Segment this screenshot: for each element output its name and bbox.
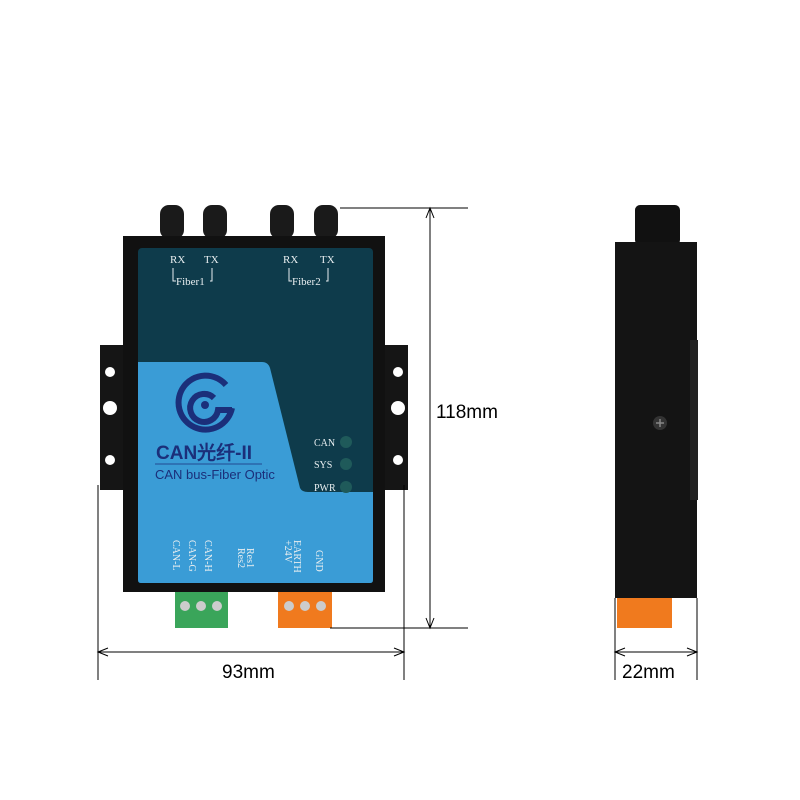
led-label-can: CAN bbox=[314, 438, 335, 449]
side-view bbox=[615, 205, 698, 628]
terminal-label-res1: Res1 bbox=[244, 548, 255, 568]
terminal-label-can-l: CAN-L bbox=[170, 540, 181, 571]
side-terminal-block bbox=[617, 598, 672, 628]
orange-terminal-block bbox=[278, 592, 332, 628]
fiber1-rx-label: RX bbox=[170, 254, 185, 266]
mounting-ears bbox=[100, 345, 408, 490]
fiber2-rx-connector bbox=[270, 205, 294, 239]
fiber2-rx-label: RX bbox=[283, 254, 298, 266]
terminal-label-24v: +24V bbox=[282, 540, 293, 564]
green-terminal-block bbox=[175, 592, 228, 628]
mounting-hole bbox=[105, 367, 115, 377]
side-rail bbox=[690, 340, 698, 500]
terminal-label-can-g: CAN-G bbox=[186, 540, 197, 572]
fiber2-label: Fiber2 bbox=[292, 276, 321, 288]
terminal-screw-icon bbox=[212, 601, 222, 611]
terminal-screw-icon bbox=[284, 601, 294, 611]
fiber1-rx-connector bbox=[160, 205, 184, 239]
terminal-label-can-h: CAN-H bbox=[202, 540, 213, 572]
fiber2-tx-connector bbox=[314, 205, 338, 239]
terminal-screw-icon bbox=[196, 601, 206, 611]
fiber1-label: Fiber1 bbox=[176, 276, 205, 288]
terminal-screw-icon bbox=[300, 601, 310, 611]
led-label-sys: SYS bbox=[314, 460, 332, 471]
terminal-label-gnd: GND bbox=[313, 550, 324, 572]
right-mounting-ear bbox=[385, 345, 408, 490]
brand-logo-icon bbox=[175, 372, 235, 433]
left-mounting-ear bbox=[100, 345, 123, 490]
product-name: CAN光纤-II bbox=[156, 441, 252, 464]
fiber2-tx-label: TX bbox=[320, 254, 335, 266]
terminal-screw-icon bbox=[180, 601, 190, 611]
can-led bbox=[340, 436, 352, 448]
pwr-led bbox=[340, 481, 352, 493]
width-dimension: 93mm bbox=[222, 662, 275, 683]
terminal-label-earth: EARTH bbox=[291, 540, 302, 573]
screw-slot bbox=[656, 419, 664, 427]
sys-led bbox=[340, 458, 352, 470]
side-fiber-connector bbox=[635, 205, 680, 245]
led-label-pwr: PWR bbox=[314, 483, 336, 494]
fiber-connectors bbox=[160, 205, 338, 239]
mounting-hole bbox=[391, 401, 405, 415]
depth-dimension: 22mm bbox=[622, 662, 675, 683]
mounting-hole bbox=[393, 367, 403, 377]
fiber1-tx-connector bbox=[203, 205, 227, 239]
led-labels: CAN SYS PWR bbox=[314, 438, 336, 494]
mounting-hole bbox=[103, 401, 117, 415]
fiber1-tx-label: TX bbox=[204, 254, 219, 266]
dimension-lines bbox=[96, 206, 699, 680]
height-dimension: 118mm bbox=[436, 402, 498, 423]
terminal-label-res2: Res2 bbox=[235, 548, 246, 568]
fiber-labels: RX TX Fiber1 RX TX Fiber2 bbox=[170, 254, 335, 288]
mounting-hole bbox=[393, 455, 403, 465]
product-subtitle: CAN bus-Fiber Optic bbox=[155, 467, 275, 482]
mounting-hole bbox=[105, 455, 115, 465]
fiber-label-brackets bbox=[172, 268, 329, 282]
terminal-screw-icon bbox=[316, 601, 326, 611]
terminal-labels: CAN-L CAN-G CAN-H Res2 Res1 +24V EARTH G… bbox=[170, 540, 324, 573]
